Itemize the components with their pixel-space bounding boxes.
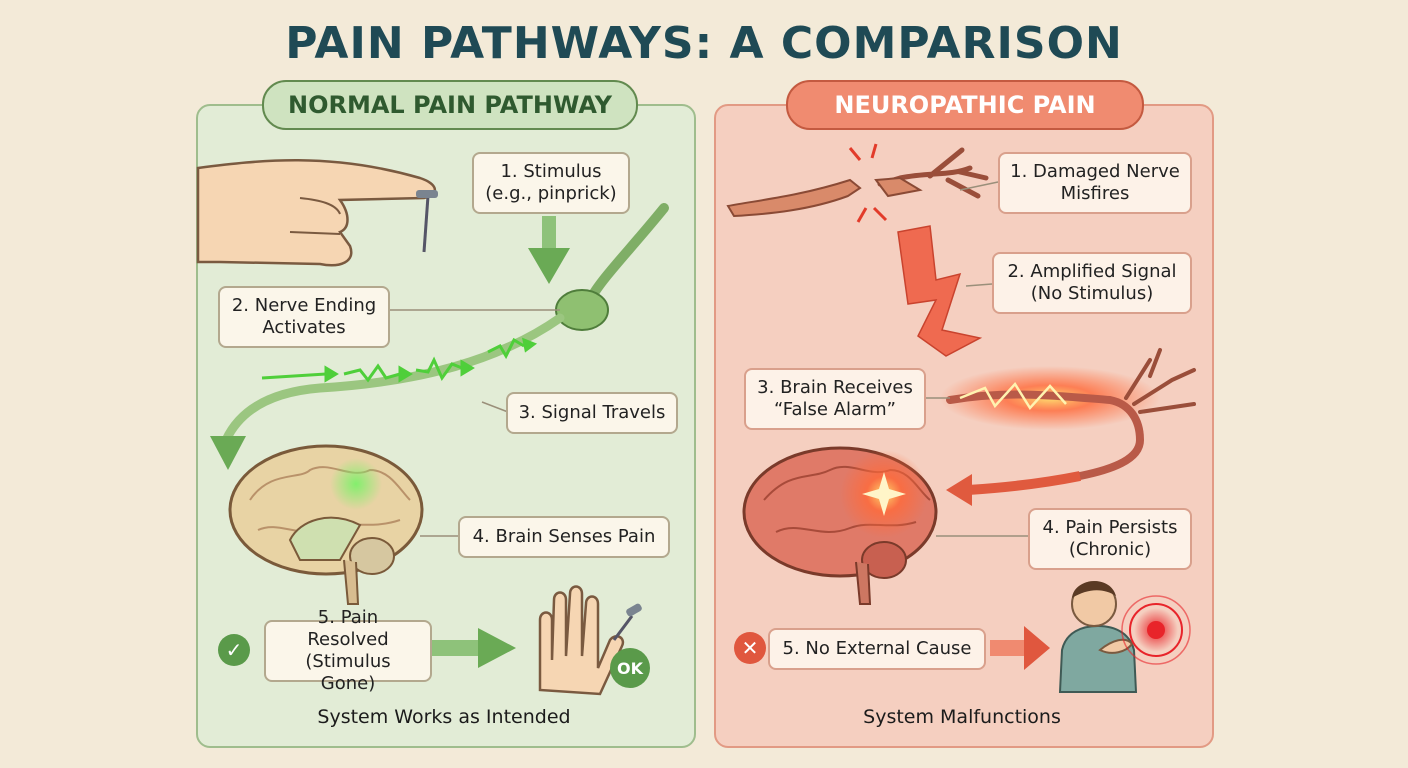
brain-icon	[228, 444, 424, 605]
neuro-step-2-label: 2. Amplified Signal (No Stimulus)	[992, 252, 1192, 314]
removed-pin-icon	[612, 603, 642, 641]
lightning-arrow-icon	[897, 225, 983, 357]
ok-badge: OK	[610, 648, 650, 688]
neuro-step-1-label: 1. Damaged Nerve Misfires	[998, 152, 1192, 214]
page-title: PAIN PATHWAYS: A COMPARISON	[285, 18, 1123, 69]
spark-icon	[848, 143, 888, 223]
neuropathic-footer: System Malfunctions	[863, 706, 1061, 728]
normal-step-5-label: 5. Pain Resolved (Stimulus Gone)	[264, 607, 432, 694]
connector-lines	[390, 181, 1028, 537]
arrow-left-icon	[946, 471, 1081, 506]
pain-pulse-icon	[1121, 595, 1191, 665]
neuropathic-pain-header: NEUROPATHIC PAIN	[786, 80, 1144, 130]
neuro-step-3-label: 3. Brain Receives “False Alarm”	[744, 368, 926, 430]
checkmark-icon: ✓	[218, 634, 250, 666]
cross-icon: ✕	[734, 632, 766, 664]
firing-nerve-icon	[940, 348, 1196, 480]
arrow-down-icon	[528, 216, 570, 284]
arrow-right-icon	[430, 628, 516, 668]
inflamed-brain-icon	[742, 446, 938, 605]
normal-step-2-label: 2. Nerve Ending Activates	[218, 286, 390, 348]
normal-footer: System Works as Intended	[317, 706, 571, 728]
normal-step-3-label: 3. Signal Travels	[506, 392, 678, 434]
signal-pulse-icon	[261, 337, 538, 383]
pin-icon	[416, 190, 438, 253]
open-hand-icon	[538, 585, 625, 696]
neuro-step-5-label: 5. No External Cause	[768, 628, 986, 670]
normal-step-4-label: 4. Brain Senses Pain	[458, 516, 670, 558]
arrow-right-icon	[990, 626, 1050, 670]
nerve-fiber-icon	[210, 203, 669, 470]
normal-step-1-label: 1. Stimulus (e.g., pinprick)	[472, 152, 630, 214]
normal-pathway-header: NORMAL PAIN PATHWAY	[262, 80, 638, 130]
damaged-nerve-icon	[726, 147, 989, 218]
person-in-pain-icon	[1058, 581, 1138, 693]
pointing-hand-icon	[196, 159, 436, 267]
neuro-step-4-label: 4. Pain Persists (Chronic)	[1028, 508, 1192, 570]
